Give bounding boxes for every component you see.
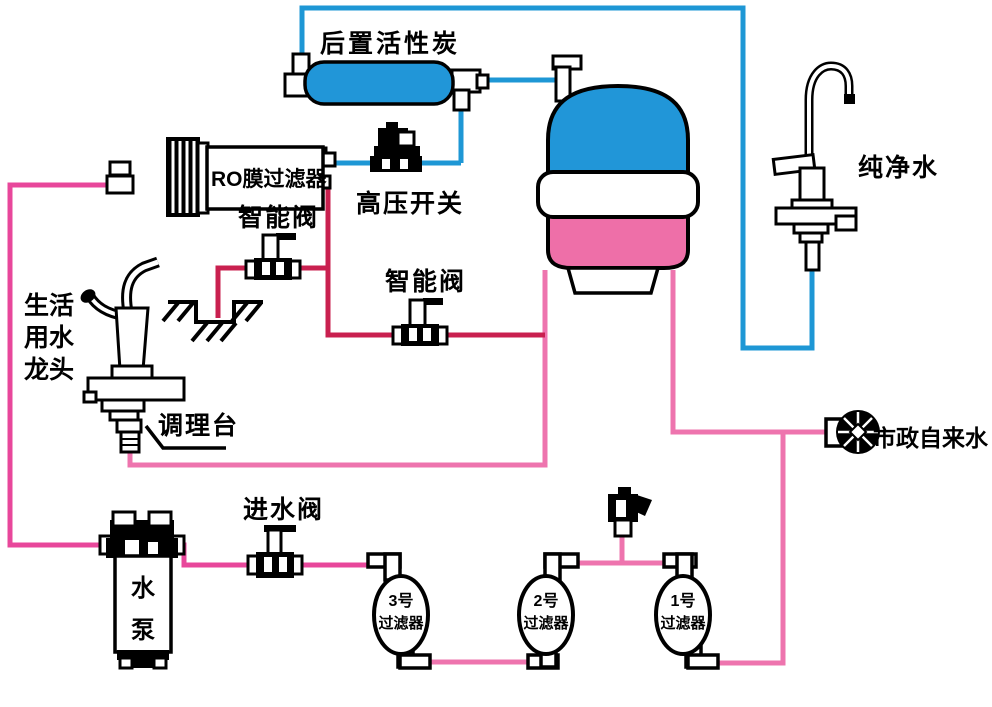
pressure-regulator	[608, 487, 652, 538]
pure-water-faucet	[771, 61, 858, 272]
filter-1-label: 1号 过滤器	[660, 593, 706, 632]
counter-label: 调理台	[158, 412, 240, 440]
storage-tank	[536, 54, 700, 295]
raw-water-lines	[127, 270, 830, 666]
pure-water-label: 纯净水	[858, 154, 940, 182]
inlet-valve	[246, 525, 304, 578]
water-pump	[98, 510, 186, 670]
ro-membrane-filter	[105, 137, 337, 217]
filter-3-label: 3号 过滤器	[378, 593, 424, 632]
post-carbon-filter	[283, 52, 490, 112]
filter-2-label: 2号 过滤器	[523, 593, 569, 632]
smart-valve-1-label: 智能阀	[238, 204, 320, 232]
inlet-valve-label: 进水阀	[243, 496, 325, 524]
municipal-water-label: 市政自来水	[873, 425, 988, 451]
drain-symbol	[161, 300, 263, 343]
domestic-faucet	[80, 256, 186, 454]
high-pressure-switch	[370, 122, 422, 172]
counter-pointer-line	[144, 424, 226, 450]
ro-membrane-label: RO膜过滤器	[211, 168, 327, 191]
domestic-faucet-label: 生活 用水 龙头	[24, 292, 75, 384]
filter-1	[654, 552, 720, 670]
smart-valve-2-label: 智能阀	[385, 268, 467, 296]
post-carbon-label: 后置活性炭	[320, 30, 461, 58]
municipal-water-connector	[824, 410, 880, 454]
high-pressure-switch-label: 高压开关	[356, 190, 465, 218]
filter-2	[517, 552, 580, 670]
smart-valve-2	[391, 298, 449, 346]
smart-valve-1	[244, 233, 302, 280]
filter-3	[366, 552, 432, 670]
pump-label: 水 泵	[131, 575, 155, 644]
